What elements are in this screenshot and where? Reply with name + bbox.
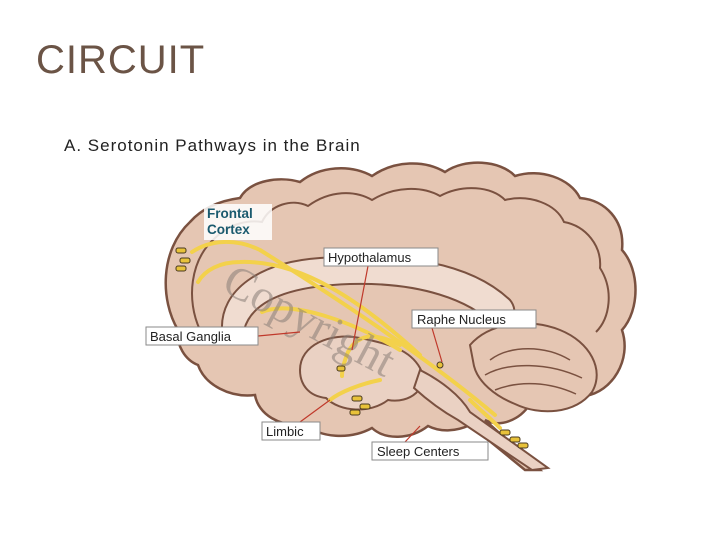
pathway-to-cortex-arch [196, 259, 422, 357]
svg-text:Hypothalamus: Hypothalamus [328, 250, 412, 265]
neuron-frontal-1 [175, 247, 187, 254]
neuron-limbic-3 [349, 409, 361, 416]
pointer-hypothalamus [351, 265, 369, 351]
neuron-frontal-3 [175, 265, 187, 272]
neuron-sleep-1 [499, 429, 511, 436]
svg-text:Sleep Centers: Sleep Centers [377, 444, 460, 459]
label-limbic: Limbic [261, 421, 321, 441]
svg-text:Limbic: Limbic [266, 424, 304, 439]
raphe-nucleus-dot [436, 361, 444, 369]
label-hypothalamus: Hypothalamus [323, 247, 439, 267]
pathway-to-frontal-cortex [190, 239, 497, 417]
serotonin-pathways [190, 239, 502, 430]
neuron-sleep-2 [509, 436, 521, 443]
figure-caption: A. Serotonin Pathways in the Brain [64, 136, 361, 155]
pointer-sleep-centers [404, 425, 421, 443]
pathway-descending [468, 398, 502, 430]
neuron-limbic-1 [351, 395, 363, 402]
pointer-basal-ganglia [257, 331, 301, 337]
svg-text:Cortex: Cortex [207, 222, 250, 237]
pathway-to-basal-ganglia [260, 306, 402, 352]
neuron-hypothalamus [336, 365, 346, 372]
pointer-raphe-nucleus [431, 327, 443, 363]
label-frontal-cortex: Frontal Cortex [204, 204, 272, 240]
neuron-clusters [175, 247, 529, 449]
neuron-frontal-2 [179, 257, 191, 264]
brainstem [412, 368, 551, 472]
label-sleep-centers: Sleep Centers [371, 441, 489, 461]
neuron-limbic-2 [359, 403, 371, 410]
pathway-to-limbic [328, 378, 382, 402]
svg-text:Raphe Nucleus: Raphe Nucleus [417, 312, 506, 327]
svg-text:Basal Ganglia: Basal Ganglia [150, 329, 232, 344]
label-raphe-nucleus: Raphe Nucleus [411, 309, 537, 329]
svg-text:Frontal: Frontal [207, 206, 253, 221]
label-pointers [257, 265, 443, 443]
slide-title: CIRCUIT [36, 38, 206, 82]
cerebellum-folia [484, 348, 583, 395]
pointer-limbic [299, 399, 331, 423]
label-basal-ganglia: Basal Ganglia [145, 326, 259, 346]
neuron-sleep-3 [517, 442, 529, 449]
